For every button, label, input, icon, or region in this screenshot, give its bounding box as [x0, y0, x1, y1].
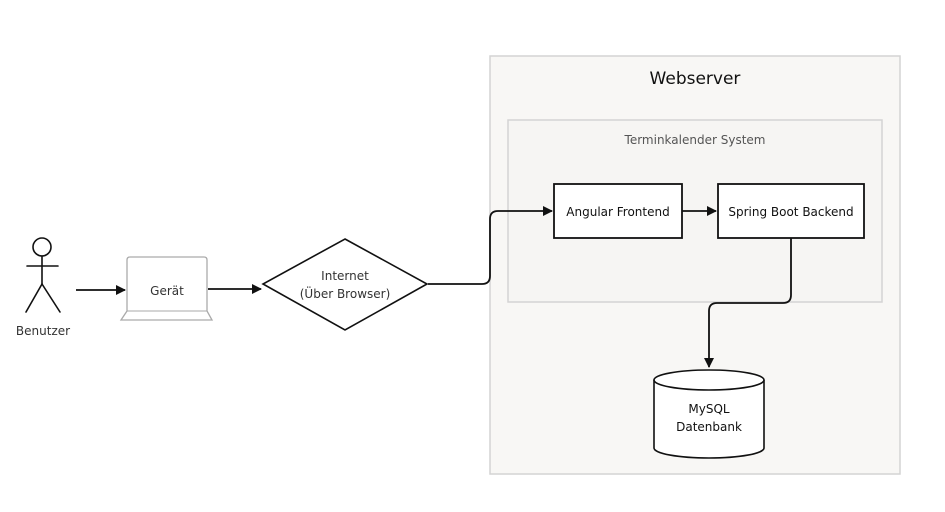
system-title: Terminkalender System: [624, 133, 766, 147]
arrow-internet-to-frontend: [428, 206, 553, 285]
internet-diamond: [261, 238, 429, 331]
device-label: Gerät: [150, 284, 184, 298]
database-label-line1: MySQL: [688, 402, 730, 416]
internet-label-line1: Internet: [321, 269, 369, 283]
database-cylinder-icon: [653, 369, 765, 459]
backend-label: Spring Boot Backend: [728, 205, 853, 219]
arrow-backend-to-database: [704, 238, 792, 368]
frontend-label: Angular Frontend: [566, 205, 669, 219]
database-label-line2: Datenbank: [676, 420, 742, 434]
webserver-title: Webserver: [650, 69, 741, 89]
user-actor-icon: [25, 237, 61, 313]
device-laptop-icon: [119, 256, 214, 321]
frontend-box: [553, 183, 683, 239]
actor-label: Benutzer: [16, 324, 70, 338]
internet-label-line2: (Über Browser): [300, 285, 391, 301]
